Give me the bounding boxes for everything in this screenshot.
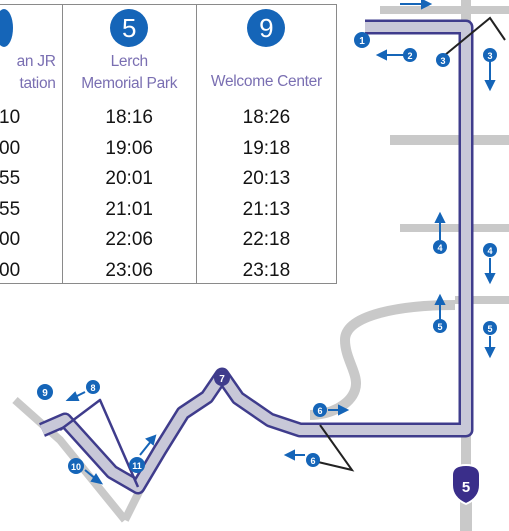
stop-marker-5-left[interactable]: 5 xyxy=(433,319,447,333)
svg-text:11: 11 xyxy=(132,461,142,471)
svg-text:7: 7 xyxy=(219,374,225,385)
time-cell: 55 xyxy=(0,168,21,189)
time-cell: 19:06 xyxy=(105,137,153,159)
svg-text:3: 3 xyxy=(487,51,492,61)
time-cell: 00 xyxy=(0,259,21,281)
svg-text:3: 3 xyxy=(440,56,445,66)
svg-text:6: 6 xyxy=(310,456,315,466)
time-cell: 00 xyxy=(0,229,21,250)
time-cell: 55 xyxy=(0,198,21,220)
stop-marker-6-top[interactable]: 6 xyxy=(313,403,327,417)
stop-name: an JR tation xyxy=(17,51,56,95)
time-cell: 00 xyxy=(0,137,21,159)
time-list: 18:16 19:06 20:01 21:01 22:06 23:06 xyxy=(63,103,196,286)
direction-arrows xyxy=(65,0,506,485)
time-cell: 18:26 xyxy=(242,107,291,128)
stop-name-line: Lerch xyxy=(110,53,149,70)
time-cell: 23:18 xyxy=(242,259,291,281)
svg-text:8: 8 xyxy=(90,383,95,393)
column-header: an JR tation xyxy=(0,5,62,103)
bus-route xyxy=(39,19,474,495)
time-list: 10 00 55 55 00 00 xyxy=(0,103,62,286)
time-cell: 22:06 xyxy=(105,229,153,250)
road-left-diagonal xyxy=(12,397,129,523)
time-cell: 23:06 xyxy=(105,259,153,281)
svg-text:5: 5 xyxy=(487,324,492,334)
svg-text:2: 2 xyxy=(407,51,412,61)
column-header: 5 Lerch Memorial Park xyxy=(63,5,196,103)
stop-marker-5-right[interactable]: 5 xyxy=(483,321,497,335)
timetable: an JR tation 10 00 55 55 00 00 5 Lerch M… xyxy=(0,4,337,284)
time-cell: 21:01 xyxy=(105,198,153,220)
time-cell: 22:18 xyxy=(242,229,291,250)
stop-markers: 1 2 3 3 4 4 5 5 6 6 7 8 9 10 11 xyxy=(37,32,497,474)
stop-marker-7[interactable]: 7 xyxy=(214,370,230,386)
stop-name-line: Memorial Park xyxy=(81,75,178,92)
time-cell: 20:13 xyxy=(242,168,291,189)
timetable-column-1: an JR tation 10 00 55 55 00 00 xyxy=(0,5,62,283)
stop-marker-2[interactable]: 2 xyxy=(403,48,417,62)
stop-name-line: Welcome Center xyxy=(210,73,322,90)
stop-name: Lerch Memorial Park xyxy=(63,51,196,95)
svg-text:1: 1 xyxy=(359,36,365,47)
svg-text:10: 10 xyxy=(71,462,81,472)
time-list: 18:26 19:18 20:13 21:13 22:18 23:18 xyxy=(197,103,336,286)
time-cell: 18:16 xyxy=(105,107,153,128)
time-cell: 20:01 xyxy=(105,168,153,189)
stop-marker-4-left[interactable]: 4 xyxy=(433,240,447,254)
route-badge: 5 xyxy=(451,463,481,506)
svg-text:4: 4 xyxy=(487,246,492,256)
stop-marker-10[interactable]: 10 xyxy=(68,458,84,474)
stop-name: Welcome Center xyxy=(197,71,336,93)
stop-name-line: tation xyxy=(19,75,56,92)
stop-badge: 9 xyxy=(247,9,286,47)
svg-text:4: 4 xyxy=(437,243,442,253)
stop-marker-4-right[interactable]: 4 xyxy=(483,243,497,257)
road-curve xyxy=(309,300,456,420)
stop-marker-9[interactable]: 9 xyxy=(37,384,53,400)
stop-badge xyxy=(0,9,13,47)
svg-text:5: 5 xyxy=(437,322,442,332)
stop-marker-3-right[interactable]: 3 xyxy=(483,48,497,62)
stop-marker-6-bottom[interactable]: 6 xyxy=(306,453,320,467)
time-cell: 19:18 xyxy=(242,137,291,159)
svg-text:6: 6 xyxy=(317,406,322,416)
column-header: 9 Welcome Center xyxy=(197,5,336,103)
stop-name-line: an JR xyxy=(16,53,56,70)
stop-marker-3-left[interactable]: 3 xyxy=(436,53,450,67)
timetable-column-2: 5 Lerch Memorial Park 18:16 19:06 20:01 … xyxy=(61,5,196,286)
time-cell: 21:13 xyxy=(242,198,291,220)
timetable-column-3: 9 Welcome Center 18:26 19:18 20:13 21:13… xyxy=(195,5,336,286)
stop-badge: 5 xyxy=(110,9,149,47)
stop-marker-1[interactable]: 1 xyxy=(354,32,370,48)
time-cell: 10 xyxy=(0,107,21,128)
svg-text:9: 9 xyxy=(42,388,48,399)
stop-marker-8[interactable]: 8 xyxy=(86,380,100,394)
stop-marker-11[interactable]: 11 xyxy=(129,457,145,473)
svg-text:5: 5 xyxy=(462,479,470,496)
